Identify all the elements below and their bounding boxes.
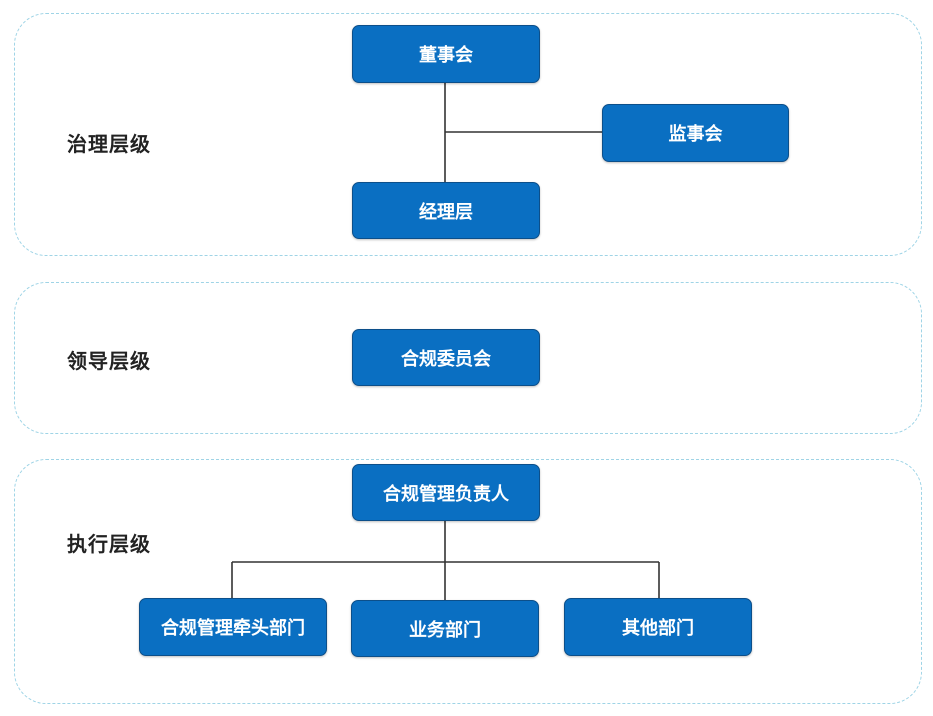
compliance-officer-node: 合规管理负责人 <box>352 464 540 521</box>
other-departments-node: 其他部门 <box>564 598 752 656</box>
execution-section <box>14 459 922 704</box>
leadership-section <box>14 282 922 434</box>
business-department-node: 业务部门 <box>351 600 539 657</box>
execution-level-label: 执行层级 <box>67 532 151 556</box>
compliance-lead-department-node: 合规管理牵头部门 <box>139 598 327 656</box>
compliance-committee-node: 合规委员会 <box>352 329 540 386</box>
board-of-directors-node: 董事会 <box>352 25 540 83</box>
management-node: 经理层 <box>352 182 540 239</box>
supervisory-board-node: 监事会 <box>602 104 789 162</box>
governance-section <box>14 13 922 256</box>
leadership-level-label: 领导层级 <box>67 349 151 373</box>
governance-level-label: 治理层级 <box>67 132 151 156</box>
